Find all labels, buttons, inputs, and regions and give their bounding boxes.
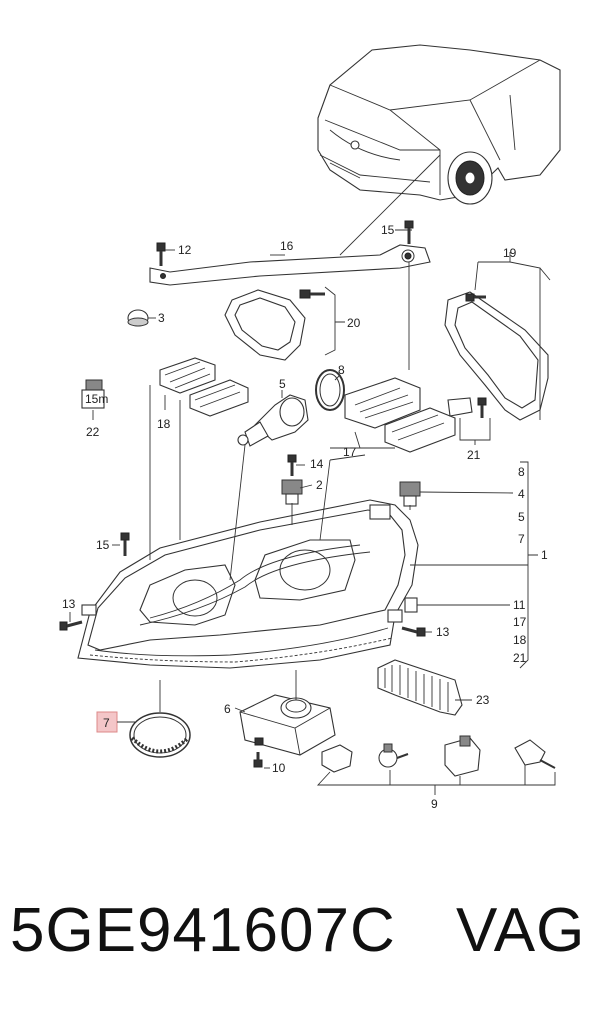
callout-21-list: 21 [513,651,527,665]
callout-4: 4 [518,487,525,501]
clip-11 [404,597,418,613]
bracket-21 [447,397,487,418]
callout-17: 17 [343,445,357,459]
callout-13-left: 13 [62,597,76,611]
callout-18: 18 [157,417,171,431]
connector-9b [378,743,409,768]
cap-3 [127,309,149,327]
callout-21: 21 [467,448,481,462]
callout-23: 23 [476,693,490,707]
control-unit-6 [239,694,336,756]
ring-8 [315,369,345,411]
callout-10: 10 [272,761,286,775]
car-front-illustration [317,44,561,205]
callout-3: 3 [158,311,165,325]
bulb-22: 15m [81,379,108,409]
bulb-5 [237,394,309,447]
connector-9a [321,744,353,773]
screw-15-left [120,532,130,556]
screw-13-left [59,620,83,631]
screw-15-top [404,220,414,244]
screw-14 [287,454,297,476]
callout-5: 5 [279,377,286,391]
connector-9d [514,739,556,769]
screw-10 [253,752,263,768]
control-module-18b [189,379,249,417]
callout-15-top: 15 [381,223,395,237]
callout-1: 1 [541,548,548,562]
leader-lines [69,154,556,795]
control-module-17 [344,377,456,453]
callout-15-left: 15 [96,538,110,552]
callout-18-list: 18 [513,633,527,647]
bracket-16 [149,244,431,286]
bracket-19 [444,291,549,421]
callout-labels: 12 16 15 3 20 19 22 18 5 8 17 21 14 2 8 … [62,223,548,811]
callout-13-right: 13 [436,625,450,639]
callout-6: 6 [224,702,231,716]
brand-label: VAG [456,896,586,965]
callout-8: 8 [338,363,345,377]
cover-23 [377,659,463,716]
caption: 5GE941607C VAG [0,895,600,985]
callout-12: 12 [178,243,192,257]
callout-20: 20 [347,316,361,330]
headlight-assembly-1 [77,499,419,669]
adjuster-2 [281,479,303,505]
callout-2: 2 [316,478,323,492]
callout-7-list: 7 [518,532,525,546]
screw-12 [156,242,166,266]
callout-22: 22 [86,425,100,439]
callout-8-list: 8 [518,465,525,479]
callout-5-list: 5 [518,510,525,524]
part-number: 5GE941607C [10,896,396,965]
callout-16: 16 [280,239,294,253]
connector-9c [444,735,481,777]
callout-9: 9 [431,797,438,811]
callout-19: 19 [503,246,517,260]
callout-7: 7 [103,716,110,730]
bulb-label: 15m [85,392,108,406]
callout-17-list: 17 [513,615,527,629]
ring-7 [129,712,191,758]
callout-11: 11 [513,598,526,612]
screw-13-right [401,626,426,637]
callout-14: 14 [310,457,324,471]
headlight-exploded-diagram: 15m [59,44,561,811]
adjuster-4 [399,481,421,507]
bracket-20 [224,289,325,361]
control-module-18a [159,357,216,394]
